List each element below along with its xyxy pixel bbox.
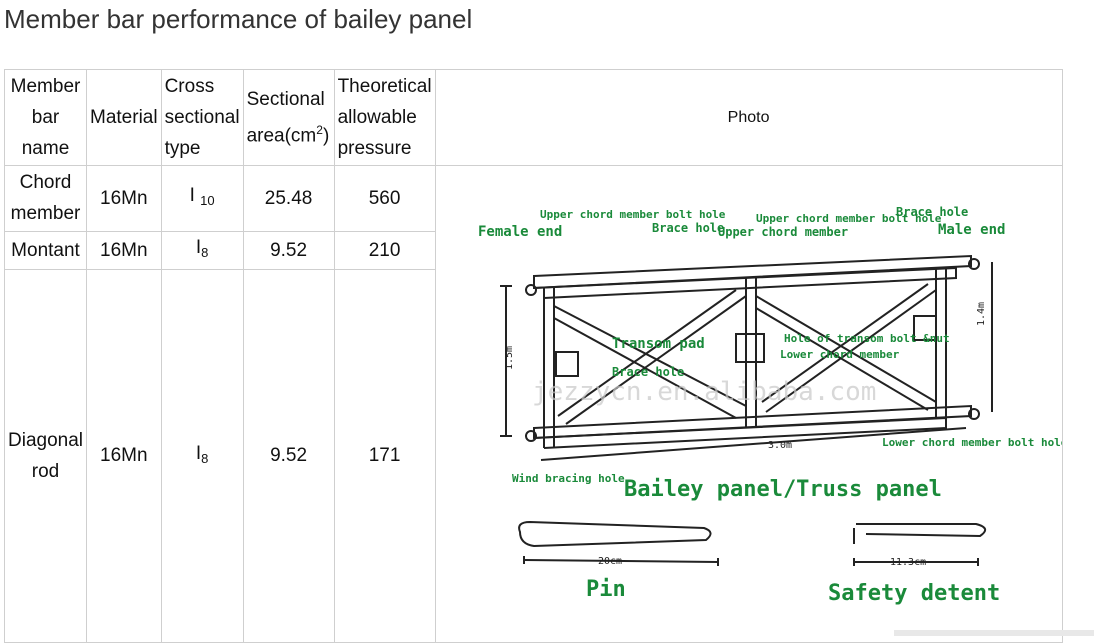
label-upper-chord-bolt-hole-1: Upper chord member bolt hole (540, 208, 726, 221)
cell-pressure: 560 (333, 165, 436, 232)
label-pin: Pin (586, 577, 626, 602)
safety-detent-drawing (852, 523, 986, 566)
label-panel-title: Bailey panel/Truss panel (624, 477, 942, 502)
cell-type: I8 (160, 268, 244, 643)
label-upper-chord-bolt-hole-2: Upper chord member bolt hole (756, 212, 942, 225)
photo-cell: Upper chord member bolt hole Upper chord… (434, 165, 1068, 643)
cell-type: I 10 (160, 165, 244, 232)
header-photo: Photo (434, 69, 1063, 166)
label-upper-chord-member: Upper chord member (718, 225, 848, 239)
cell-area: 25.48 (242, 165, 335, 232)
member-bar-table: Member bar name Material Cross sectional… (4, 69, 1067, 643)
header-pressure: Theoretical allowable pressure (333, 69, 436, 166)
label-brace-hole-1: Brace hole (652, 221, 724, 235)
table-row: Chord member 16Mn I 10 25.48 560 (4, 165, 1067, 643)
label-wind-bracing-hole: Wind bracing hole (512, 472, 625, 485)
label-height-right: 1.4m (976, 302, 987, 326)
label-brace-hole-3: Brace hole (612, 365, 684, 379)
cell-pressure: 210 (333, 230, 436, 270)
header-type: Cross sectional type (160, 69, 244, 166)
label-height-left: 1.5m (504, 346, 515, 370)
label-brace-hole-2: Brace hole (896, 205, 968, 219)
label-female-end: Female end (478, 224, 562, 240)
header-name: Member bar name (4, 69, 87, 166)
cell-material: 16Mn (86, 230, 162, 270)
label-lower-chord-bolt-hole: Lower chord member bolt hole (882, 436, 1062, 449)
cell-name: Chord member (4, 165, 87, 232)
page-title: Member bar performance of bailey panel (4, 4, 473, 34)
label-hole-transom-bolt: Hole of transom bolt &nut (784, 332, 950, 345)
bailey-panel-diagram: Upper chord member bolt hole Upper chord… (478, 205, 1068, 606)
cell-area: 9.52 (242, 268, 335, 643)
cell-pressure: 171 (333, 268, 436, 643)
label-length: 3.0m (768, 440, 792, 451)
label-male-end: Male end (938, 222, 1005, 238)
cell-material: 16Mn (86, 165, 162, 232)
cell-name: Diagonal rod (4, 268, 87, 643)
header-material: Material (86, 69, 162, 166)
table-row: Montant 16Mn I8 9.52 210 (4, 230, 1063, 270)
header-area: Sectional area(cm2) (242, 69, 335, 166)
pin-drawing (517, 520, 719, 566)
label-transom-pad: Transom pad (612, 336, 705, 352)
cell-type: I8 (160, 230, 244, 270)
label-lower-chord-member: Lower chord member (780, 348, 900, 361)
watermark-text: jezzycn.en.alibaba.com (532, 377, 876, 407)
cell-material: 16Mn (86, 268, 162, 643)
cell-area: 9.52 (242, 230, 335, 270)
label-safety-detent: Safety detent (828, 581, 1000, 606)
cell-name: Montant (4, 230, 87, 270)
horizontal-scrollbar[interactable] (894, 630, 1094, 636)
table-row: Diagonal rod 16Mn I8 9.52 171 (4, 268, 1063, 643)
table-header-row: Member bar name Material Cross sectional… (4, 69, 1063, 166)
